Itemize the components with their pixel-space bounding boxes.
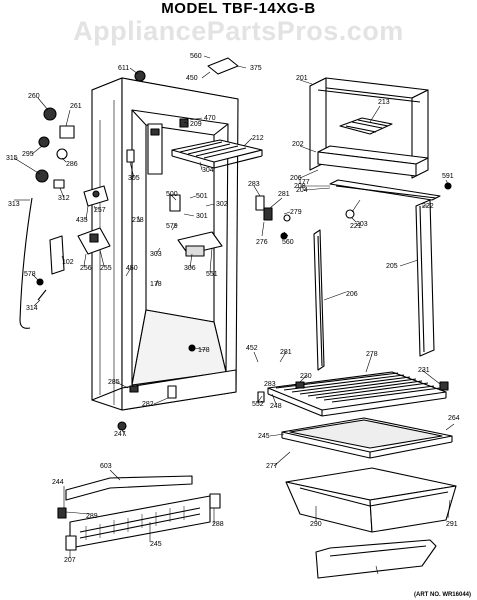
part-number-label: 256: [80, 265, 92, 272]
part-number-label: 203: [356, 221, 368, 228]
part-number-label: 312: [58, 195, 70, 202]
freezer-shelf: [171, 139, 263, 169]
part-number-label: 204: [296, 187, 308, 194]
part-number-label: 201: [296, 75, 308, 82]
part-number-label: 286: [66, 161, 78, 168]
part-number-label: 244: [52, 479, 64, 486]
part-number-label: 209: [190, 121, 202, 128]
part-number-label: 560: [282, 239, 294, 246]
part-number-label: 222: [422, 203, 434, 210]
part-number-label: 207: [64, 557, 76, 564]
art-number: (ART NO. WR16044): [413, 592, 471, 598]
part-number-label: 178: [150, 281, 162, 288]
part-number-label: 245: [150, 541, 162, 548]
part-number-label: 283: [264, 381, 276, 388]
part-number-label: 591: [442, 173, 454, 180]
part-number-label: 301: [196, 213, 208, 220]
part-number-label: 245: [258, 433, 270, 440]
part-number-label: 452: [246, 345, 258, 352]
part-number-label: 276: [256, 239, 268, 246]
part-number-label: 255: [100, 265, 112, 272]
part-number-label: 302: [216, 201, 228, 208]
part-number-label: 611: [118, 65, 129, 72]
part-number-label: 261: [70, 103, 82, 110]
part-number-label: 435: [76, 217, 88, 224]
part-number-label: 212: [252, 135, 264, 142]
part-number-label: 282: [142, 401, 154, 408]
part-number-label: 450: [126, 265, 138, 272]
part-number-label: 260: [28, 93, 40, 100]
part-number-label: 304: [202, 167, 214, 174]
part-number-label: 247: [114, 431, 126, 438]
part-number-label: 279: [290, 209, 302, 216]
part-number-label: 202: [292, 141, 304, 148]
part-number-label: 306: [184, 265, 196, 272]
wire-shelf: [267, 371, 447, 417]
part-number-label: 281: [278, 191, 290, 198]
part-number-label: 218: [132, 217, 144, 224]
part-number-label: 313: [8, 201, 20, 208]
part-number-label: 305: [128, 175, 140, 182]
part-number-label: 248: [270, 403, 282, 410]
glass-shelf: [281, 417, 453, 459]
part-number-label: 208: [294, 183, 306, 190]
part-number-label: 295: [22, 151, 34, 158]
diagram-title: MODEL TBF-14XG-B: [161, 0, 316, 17]
part-number-label: 278: [366, 351, 378, 358]
part-number-label: 206: [290, 175, 302, 182]
part-number-label: 221: [350, 223, 362, 230]
part-number-label: 450: [186, 75, 198, 82]
part-number-label: 205: [386, 263, 398, 270]
part-number-label: 206: [346, 291, 358, 298]
part-number-label: 579: [166, 223, 178, 230]
part-number-label: 501: [196, 193, 208, 200]
part-number-label: 177: [298, 179, 310, 186]
part-number-label: 231: [418, 367, 430, 374]
part-number-label: 277: [266, 463, 278, 470]
part-number-label: 315: [6, 155, 18, 162]
watermark: AppliancePartsPros.com: [73, 16, 404, 46]
part-number-label: 281: [280, 349, 292, 356]
part-number-label: 552: [252, 401, 264, 408]
part-number-label: 264: [448, 415, 460, 422]
part-number-label: 603: [100, 463, 112, 470]
part-number-label: 314: [26, 305, 38, 312]
part-number-label: 213: [378, 99, 390, 106]
bottom-grille: [65, 475, 211, 549]
part-number-label: 257: [94, 207, 106, 214]
part-number-label: 578: [24, 271, 36, 278]
part-number-label: 500: [166, 191, 178, 198]
part-number-label: 470: [204, 115, 216, 122]
part-number-label: 375: [250, 65, 262, 72]
freezer-door: [309, 77, 429, 179]
part-number-label: 102: [62, 259, 74, 266]
part-number-label: 290: [310, 521, 322, 528]
part-number-label: 291: [446, 521, 458, 528]
part-number-label: 551: [206, 271, 218, 278]
part-number-label: 288: [212, 521, 224, 528]
part-number-label: 283: [248, 181, 260, 188]
part-number-label: 285: [108, 379, 120, 386]
part-number-label: 230: [300, 373, 312, 380]
part-number-label: 560: [190, 53, 202, 60]
part-number-label: 178: [198, 347, 210, 354]
part-number-label: 289: [86, 513, 98, 520]
crisper-drawer: [285, 467, 457, 533]
part-number-label: 303: [150, 251, 162, 258]
